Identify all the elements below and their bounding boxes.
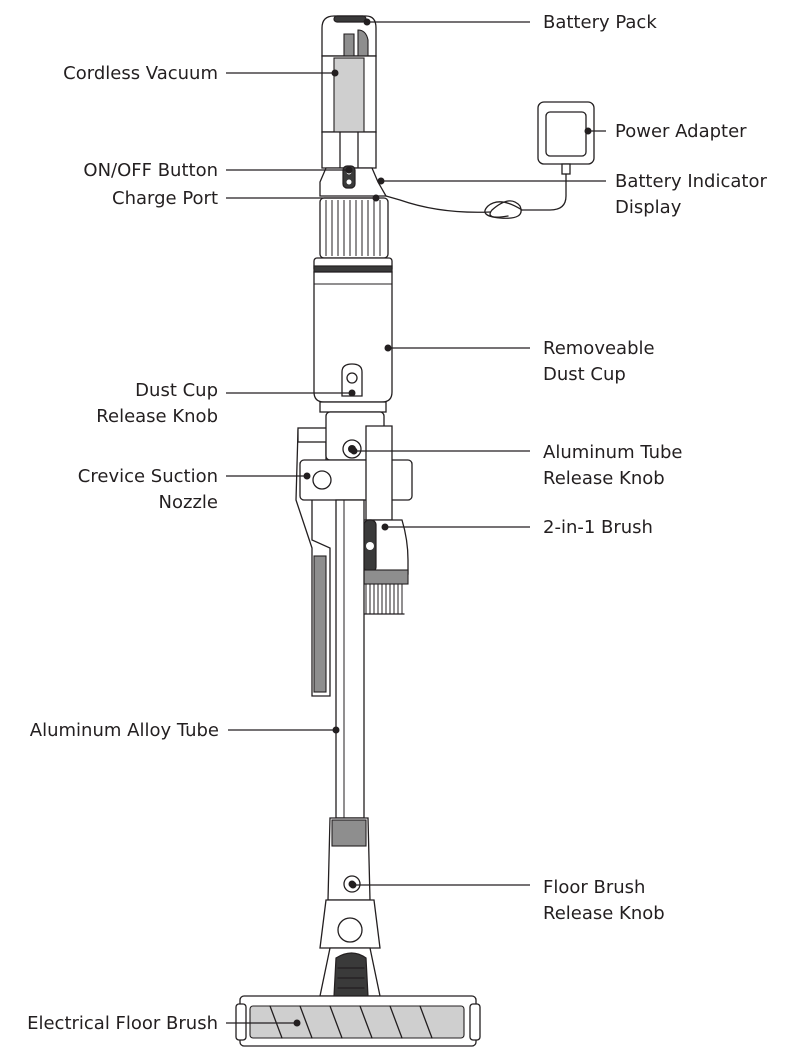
label-battery-pack: Battery Pack <box>543 12 657 33</box>
power-adapter-drawing <box>385 101 595 219</box>
label-two-in-one-brush: 2-in-1 Brush <box>543 517 653 538</box>
label-aluminum-tube-release-line2: Release Knob <box>543 468 665 489</box>
label-charge-port: Charge Port <box>112 188 218 209</box>
label-floor-brush-release-line2: Release Knob <box>543 903 665 924</box>
aluminum-tube-drawing <box>335 499 365 819</box>
label-dust-cup-release-line2: Release Knob <box>96 406 218 427</box>
label-cordless-vacuum: Cordless Vacuum <box>63 63 218 84</box>
dust-cup-drawing <box>313 271 393 413</box>
label-battery-indicator-line1: Battery Indicator <box>615 171 767 192</box>
vacuum-illustration <box>235 15 595 1047</box>
motor-housing-drawing <box>313 197 393 273</box>
leader-lines <box>226 18 606 1027</box>
label-removeable-dust-cup-line1: Removeable <box>543 338 655 359</box>
label-removeable-dust-cup-line2: Dust Cup <box>543 364 626 385</box>
floor-brush-head-drawing <box>235 995 481 1047</box>
two-in-one-brush-drawing <box>361 425 409 615</box>
label-crevice-nozzle-line1: Crevice Suction <box>78 466 218 487</box>
label-power-adapter: Power Adapter <box>615 121 747 142</box>
label-floor-brush-release-line1: Floor Brush <box>543 877 645 898</box>
labels: Battery Pack Cordless Vacuum Power Adapt… <box>27 12 767 1034</box>
label-crevice-nozzle-line2: Nozzle <box>159 492 218 513</box>
label-aluminum-alloy-tube: Aluminum Alloy Tube <box>30 720 219 741</box>
label-dust-cup-release-line1: Dust Cup <box>135 380 218 401</box>
floor-brush-neck-drawing <box>319 817 381 997</box>
label-battery-indicator-line2: Display <box>615 197 682 218</box>
label-electrical-floor-brush: Electrical Floor Brush <box>27 1013 218 1034</box>
label-aluminum-tube-release-line1: Aluminum Tube <box>543 442 683 463</box>
label-on-off-button: ON/OFF Button <box>83 160 218 181</box>
